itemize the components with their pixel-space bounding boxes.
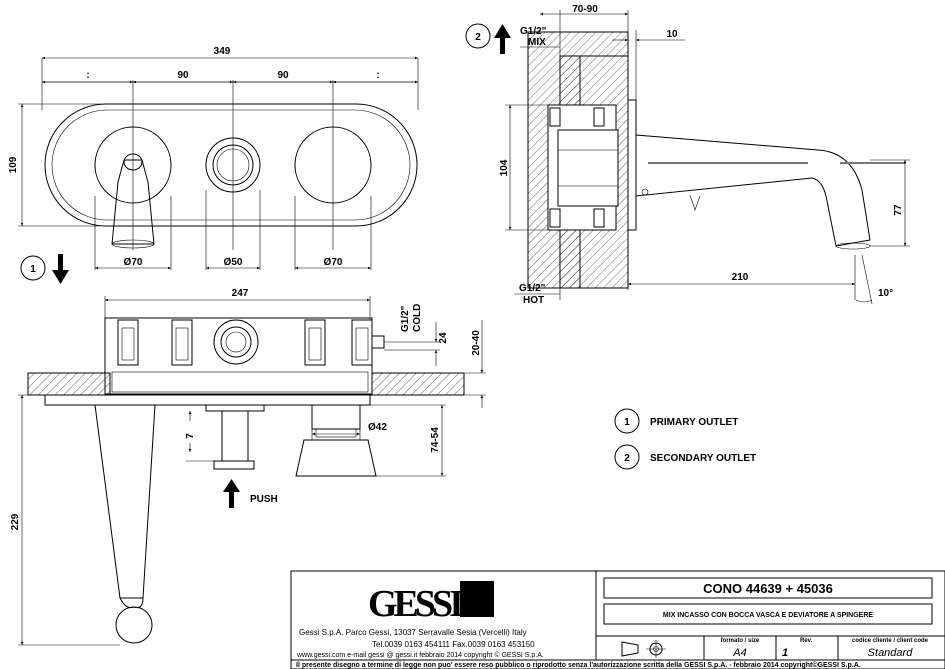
dim-42: Ø42: [368, 422, 387, 433]
dim-height: 109: [8, 156, 19, 173]
dim-plan-width: 247: [232, 288, 249, 299]
dim-20-40: 20-40: [471, 330, 482, 356]
company-web: www.gessi.com e-mail gessi @ gessi.it fe…: [296, 651, 544, 659]
dim-spacing-right: :: [376, 70, 379, 81]
marker-secondary-outlet: 2: [465, 23, 511, 54]
header-rev: Rev.: [800, 638, 813, 644]
side-view: 2 70-90 10 G1/: [465, 4, 910, 306]
dim-dia-left: Ø70: [124, 257, 143, 268]
value-format: A4: [732, 647, 746, 659]
label-hot-thread: G1/2": [519, 283, 546, 294]
label-hot: HOT: [523, 295, 544, 306]
svg-text:SECONDARY OUTLET: SECONDARY OUTLET: [650, 453, 756, 464]
dim-7: 7: [185, 433, 196, 439]
dim-24: 24: [438, 332, 449, 344]
dim-side-77: 77: [893, 204, 904, 216]
header-client: codice cliente / client code: [852, 638, 929, 644]
plan-view: 247 G1/2" COLD 24: [10, 288, 486, 646]
product-title: CONO 44639 + 45036: [703, 581, 833, 596]
projection-symbol-icon: [621, 640, 666, 658]
gessi-logo: GESSI: [368, 581, 494, 625]
dim-74-54: 74-54: [430, 427, 441, 453]
company-address: Gessi S.p.A. Parco Gessi, 13037 Serraval…: [299, 628, 527, 637]
company-phone: Tel.0039 0163 454111 Fax.0039 0163 45315…: [372, 640, 535, 649]
svg-text:PRIMARY OUTLET: PRIMARY OUTLET: [650, 417, 738, 428]
legend: 1 PRIMARY OUTLET 2 SECONDARY OUTLET: [614, 408, 756, 470]
label-mix-thread: G1/2": [520, 26, 547, 37]
dim-side-10: 10: [666, 29, 678, 40]
push-indicator: PUSH: [223, 479, 278, 508]
dim-side-10-deg: 10°: [878, 288, 893, 299]
dim-229: 229: [10, 513, 21, 530]
header-format: formato / size: [721, 638, 760, 644]
arrow-up-icon: [494, 24, 511, 38]
dim-side-70-90: 70-90: [572, 4, 598, 15]
dim-spacing-mid1: 90: [177, 70, 189, 81]
dim-dia-center: Ø50: [224, 257, 243, 268]
legend-item: 1 PRIMARY OUTLET: [614, 408, 738, 434]
value-client: Standard: [868, 647, 914, 659]
diverter-button: [205, 137, 261, 193]
svg-text:1: 1: [30, 264, 36, 275]
svg-text:2: 2: [624, 453, 630, 464]
marker-primary-outlet: 1: [20, 254, 69, 284]
disclaimer: Il presente disegno a termine di legge n…: [296, 661, 861, 669]
svg-text:2: 2: [475, 32, 481, 43]
arrow-down-icon: [52, 270, 69, 284]
svg-text:1: 1: [624, 417, 630, 428]
title-block: GESSI Gessi S.p.A. Parco Gessi, 13037 Se…: [290, 570, 945, 669]
dim-side-210: 210: [732, 272, 749, 283]
svg-text:PUSH: PUSH: [250, 494, 278, 505]
label-cold-thread: G1/2": [400, 305, 411, 332]
front-view: 349 : 90 90 : 109: [8, 46, 419, 270]
dim-spacing-left: :: [86, 70, 89, 81]
dim-overall-width: 349: [214, 46, 231, 57]
legend-item: 2 SECONDARY OUTLET: [614, 444, 756, 470]
cover-plate: [44, 103, 418, 227]
product-description: MIX INCASSO CON BOCCA VASCA E DEVIATORE …: [663, 612, 873, 619]
label-mix: MIX: [528, 37, 546, 48]
value-rev: 1: [782, 647, 788, 659]
dim-spacing-mid2: 90: [277, 70, 289, 81]
label-cold: COLD: [412, 304, 423, 332]
svg-text:GESSI: GESSI: [368, 583, 463, 625]
arrow-up-icon: [223, 479, 240, 492]
dim-dia-right: Ø70: [324, 257, 343, 268]
dim-side-104: 104: [499, 159, 510, 176]
